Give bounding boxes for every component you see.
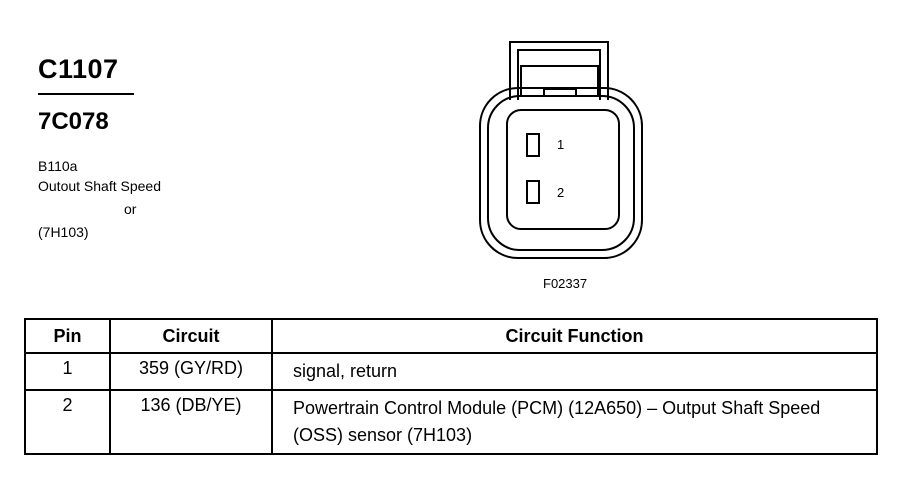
connector-cavity [506,109,620,230]
connector-latch [509,41,609,100]
table-header-row: Pin Circuit Circuit Function [24,318,878,354]
header-circuit-function: Circuit Function [271,318,878,354]
cell-circuit: 136 (DB/YE) [109,389,273,455]
figure-id: F02337 [543,276,588,291]
connector-tab [520,65,599,97]
cell-pin: 2 [24,389,111,455]
part-number: 7C078 [38,108,109,135]
title-underline [38,93,134,95]
cell-pin: 1 [24,352,111,391]
connector-outer-shell [479,87,643,259]
cell-function: Powertrain Control Module (PCM) (12A650)… [271,389,878,455]
component-description: Outout Shaft Speed [38,178,161,194]
alternate-part-number: (7H103) [38,224,89,240]
pin-table: Pin Circuit Circuit Function 1 359 (GY/R… [24,318,878,455]
table-row: 2 136 (DB/YE) Powertrain Control Module … [24,389,878,455]
header-pin: Pin [24,318,111,354]
pin-1-terminal [526,133,540,157]
location-code: B110a [38,158,78,174]
table-row: 1 359 (GY/RD) signal, return [24,352,878,391]
connector-code: C1107 [38,54,119,84]
pin-2-label: 2 [557,185,564,200]
connector-face-diagram: 1 2 [479,41,643,259]
cell-function: signal, return [271,352,878,391]
cell-circuit: 359 (GY/RD) [109,352,273,391]
or-text: or [124,201,137,217]
header-circuit: Circuit [109,318,273,354]
pin-2-terminal [526,180,540,204]
pin-1-label: 1 [557,137,564,152]
